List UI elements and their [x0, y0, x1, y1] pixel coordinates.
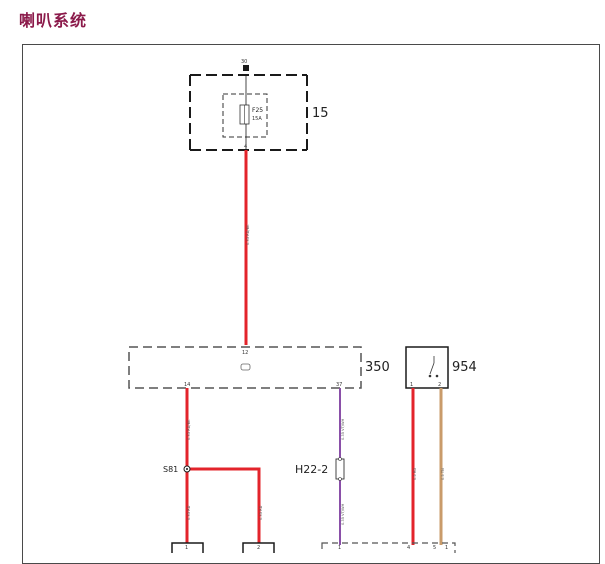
- bottom-mid-pin: 2: [257, 545, 260, 551]
- wire-code-module-to-splice: 0.35 RD/BK: [187, 419, 191, 440]
- wire-code-relay-tan: 0.5 TN: [441, 468, 445, 480]
- module-pin-left: 14: [184, 382, 190, 388]
- bottom-left-block: [171, 542, 204, 553]
- relay-id: 954: [452, 360, 477, 375]
- module-pin-right: 37: [336, 382, 342, 388]
- relay-pin-right: 2: [438, 382, 441, 388]
- connector-id: H22-2: [295, 463, 328, 476]
- wire-splice-branch: [187, 467, 261, 545]
- fuse-rating: 15A: [252, 116, 262, 122]
- page-title: 喇叭系统: [19, 11, 88, 30]
- bottom-conn-left-pin: 1: [338, 545, 341, 551]
- wire-code-conn-upper: 0.35 VT/WH: [341, 418, 345, 440]
- fuse-box-id: 15: [312, 106, 329, 121]
- connector-h22-icon: [335, 458, 345, 480]
- wire-code-relay-red: 0.5 RD: [413, 468, 417, 480]
- relay-pin-left: 1: [410, 382, 413, 388]
- bottom-left-pin: 1: [185, 545, 188, 551]
- relay-box: [405, 346, 449, 389]
- bottom-conn-r1-pin: 5: [433, 545, 436, 551]
- power-terminal-icon: [243, 65, 249, 71]
- bottom-conn-r2-pin: 1: [445, 545, 448, 551]
- module-connector-icon: [240, 363, 251, 371]
- wire-code-fuse-to-module: 0.35 RD/BK: [246, 224, 250, 245]
- fuse-box: [189, 74, 308, 151]
- wire-code-conn-lower: 0.35 VT/WH: [341, 503, 345, 525]
- module-pin-in: 12: [242, 350, 248, 356]
- bottom-conn-mid-pin: 4: [407, 545, 410, 551]
- fuse-pin-out: 4: [244, 144, 247, 150]
- bottom-mid-block: [242, 542, 275, 553]
- wire-code-splice-right-down: 0.35 RD: [259, 505, 263, 520]
- module-id: 350: [365, 360, 390, 375]
- module-box: [128, 346, 362, 389]
- wire-code-splice-down: 0.35 RD: [187, 505, 191, 520]
- splice-id: S81: [163, 465, 178, 474]
- fuse-name: F25: [252, 107, 263, 114]
- power-source-label: 30: [241, 59, 247, 65]
